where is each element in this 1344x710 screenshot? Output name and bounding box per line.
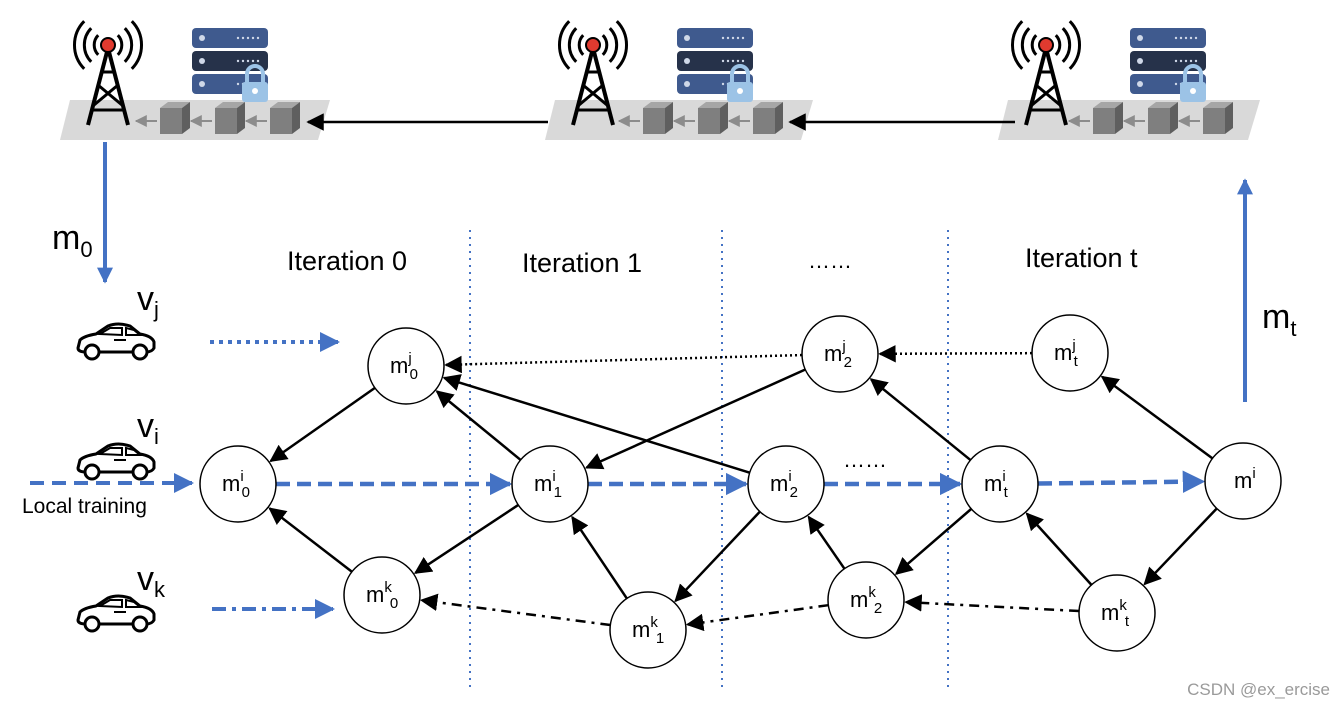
vehicle-i-label: vi	[137, 407, 159, 449]
approval-edge	[1025, 512, 1093, 586]
svg-text:mjt: mjt	[1054, 337, 1079, 370]
cube-icon	[189, 102, 245, 134]
tower-icon	[73, 20, 143, 126]
iteration-0-label: Iteration 0	[287, 246, 407, 276]
iteration-1-label: Iteration 1	[522, 248, 642, 278]
svg-text:mi0: mi0	[222, 468, 250, 501]
middle-ellipsis: ……	[843, 447, 887, 472]
vehicle-k-edge	[685, 603, 829, 632]
vehicle-j-edge	[878, 345, 1033, 363]
vehicle-k-label: vk	[137, 560, 166, 602]
svg-text:mj0: mj0	[390, 350, 418, 383]
approval-edge	[1143, 507, 1218, 586]
car-icon	[76, 594, 156, 633]
lock-icon	[242, 64, 268, 102]
cube-icon	[727, 102, 783, 134]
svg-text:mkt: mkt	[1101, 597, 1130, 630]
tower-icon	[558, 20, 628, 126]
approval-edge	[268, 507, 353, 573]
rsu-block	[998, 20, 1260, 140]
svg-text:mk0: mk0	[366, 579, 398, 612]
approval-edge	[442, 374, 751, 474]
cube-icon	[617, 102, 673, 134]
watermark: CSDN @ex_ercise	[1187, 680, 1330, 699]
approval-edge	[869, 378, 972, 462]
cube-icon	[672, 102, 728, 134]
approval-edge	[894, 507, 973, 575]
rsu-block	[545, 20, 813, 140]
approval-edge	[584, 368, 806, 470]
svg-text:mk2: mk2	[850, 584, 882, 617]
approval-edge	[674, 510, 761, 603]
svg-text:mit: mit	[984, 468, 1009, 501]
cube-icon	[1067, 102, 1123, 134]
mt-label: mt	[1262, 298, 1296, 341]
lock-icon	[1180, 64, 1206, 102]
car-icon	[76, 322, 156, 361]
approval-edge	[571, 515, 628, 600]
svg-text:mi1: mi1	[534, 468, 562, 501]
model-node-mi: mi	[1204, 442, 1282, 520]
svg-text:mk1: mk1	[632, 614, 664, 647]
iteration-ellipsis-label: ……	[808, 248, 852, 273]
cube-icon	[244, 102, 300, 134]
svg-text:mi: mi	[1234, 465, 1256, 493]
local-training-edge	[1037, 470, 1206, 493]
approval-edge	[413, 503, 519, 574]
svg-text:mi2: mi2	[770, 468, 798, 501]
lock-icon	[727, 64, 753, 102]
rsu-chain	[60, 20, 1260, 140]
approval-edge	[269, 386, 376, 463]
cube-icon	[1177, 102, 1233, 134]
iteration-t-label: Iteration t	[1025, 243, 1138, 273]
svg-text:mj2: mj2	[824, 338, 852, 371]
approval-edge	[1100, 375, 1214, 460]
vehicle-k-edge	[419, 593, 611, 627]
m0-label: m0	[52, 219, 93, 262]
cube-icon	[1122, 102, 1178, 134]
approval-edge	[807, 515, 846, 570]
vehicle-k-edge	[904, 594, 1080, 613]
cube-icon	[134, 102, 190, 134]
local-training-label: Local training	[22, 495, 147, 518]
approval-edge	[435, 390, 522, 461]
car-icon	[76, 442, 156, 481]
vehicle-j-label: vj	[137, 280, 159, 322]
rsu-block	[60, 20, 330, 140]
vehicle-j-edge	[444, 353, 803, 374]
tower-icon	[1011, 20, 1081, 126]
